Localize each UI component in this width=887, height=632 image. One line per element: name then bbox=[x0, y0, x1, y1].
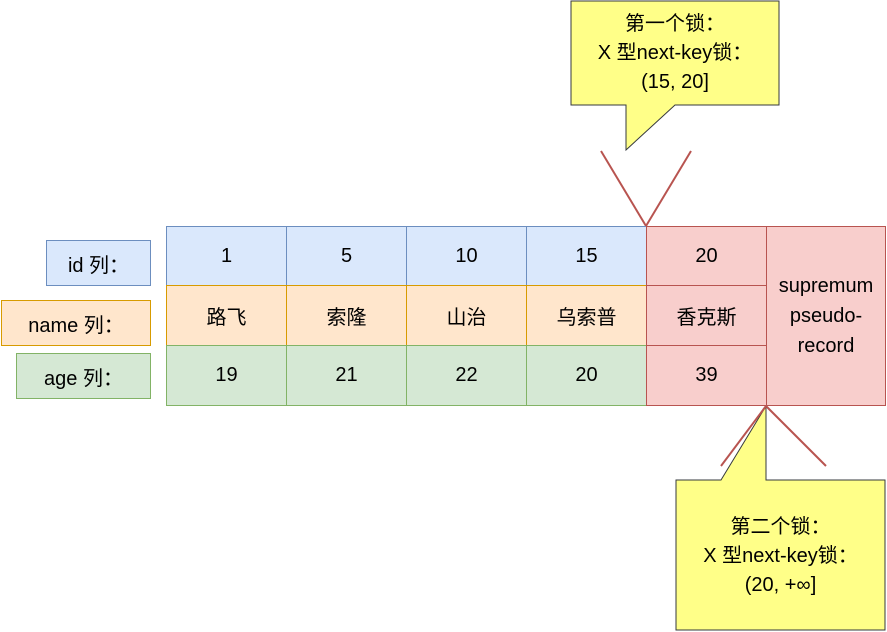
supremum-pseudo-record: supremum pseudo- record bbox=[766, 226, 886, 406]
record-5-name: 香克斯 bbox=[646, 285, 767, 346]
callout-1-title: 第一个锁： bbox=[625, 12, 725, 35]
record-2-name: 索隆 bbox=[286, 285, 407, 346]
callout-2-lock-type: X 型next-key锁： bbox=[703, 544, 858, 567]
callout-1-pointer-right bbox=[645, 150, 692, 227]
name-column-label: name 列： bbox=[1, 300, 151, 346]
record-1-name: 路飞 bbox=[166, 285, 287, 346]
callout-2-pointer-left bbox=[720, 405, 767, 467]
callout-2-title: 第二个锁： bbox=[730, 515, 831, 538]
record-4-age: 20 bbox=[526, 345, 647, 406]
supremum-line-3: record bbox=[797, 335, 855, 357]
callout-2-range: (20, +∞] bbox=[744, 573, 817, 596]
record-2-age: 21 bbox=[286, 345, 407, 406]
callout-1-bubble bbox=[570, 0, 780, 152]
record-1-age: 19 bbox=[166, 345, 287, 406]
callout-1-pointer-left bbox=[600, 150, 647, 227]
record-5-id: 20 bbox=[646, 226, 767, 286]
record-4-name: 乌索普 bbox=[526, 285, 647, 346]
record-3-age: 22 bbox=[406, 345, 527, 406]
record-3-name: 山治 bbox=[406, 285, 527, 346]
callout-2-bubble bbox=[675, 404, 886, 631]
callout-1-lock-type: X 型next-key锁： bbox=[597, 41, 753, 64]
callout-1-range: (15, 20] bbox=[641, 70, 709, 93]
supremum-line-1: supremum bbox=[778, 275, 874, 297]
callout-1-text: 第一个锁： X 型next-key锁： (15, 20] bbox=[571, 6, 779, 100]
record-5-age: 39 bbox=[646, 345, 767, 406]
callout-2-pointer-right bbox=[765, 405, 827, 467]
callout-2-text: 第二个锁： X 型next-key锁： (20, +∞] bbox=[676, 509, 885, 603]
record-1-id: 1 bbox=[166, 226, 287, 286]
age-column-label: age 列： bbox=[16, 353, 151, 399]
id-column-label: id 列： bbox=[46, 240, 151, 286]
record-3-id: 10 bbox=[406, 226, 527, 286]
supremum-line-2: pseudo- bbox=[789, 305, 863, 327]
record-4-id: 15 bbox=[526, 226, 647, 286]
record-2-id: 5 bbox=[286, 226, 407, 286]
